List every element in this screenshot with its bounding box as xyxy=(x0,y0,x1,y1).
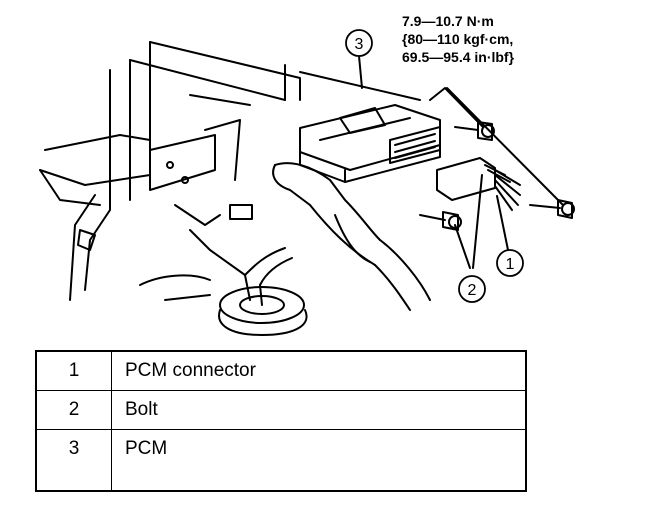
svg-text:2: 2 xyxy=(468,282,477,299)
mounting-panel xyxy=(149,41,301,101)
part-number: 3 xyxy=(37,430,112,492)
svg-text:1: 1 xyxy=(506,256,515,273)
part-name: PCM xyxy=(125,438,168,459)
table-row: 2 Bolt xyxy=(37,391,525,430)
connector-leader-line xyxy=(496,195,509,251)
bolt-leader-lines xyxy=(454,174,483,269)
part-number: 2 xyxy=(37,391,112,429)
part-name: PCM connector xyxy=(125,360,256,381)
torque-spec: 7.9—10.7 N·m {80—110 kgf·cm, 69.5—95.4 i… xyxy=(402,12,602,66)
torque-spec-line3: 69.5—95.4 in·lbf} xyxy=(402,49,515,65)
svg-text:3: 3 xyxy=(355,36,364,53)
callout-3: 3 xyxy=(345,29,373,57)
part-number: 1 xyxy=(37,352,112,390)
shift-lever xyxy=(218,247,308,336)
torque-leader-lines xyxy=(429,87,564,206)
torque-spec-line1: 7.9—10.7 N·m xyxy=(402,13,494,29)
callout-2: 2 xyxy=(458,275,486,303)
bolt-right xyxy=(529,199,575,219)
table-row: 3 PCM xyxy=(37,430,525,492)
pcm-removal-illustration: 3 1 2 xyxy=(39,29,575,336)
hand xyxy=(272,162,431,311)
bolt-upper xyxy=(454,121,495,141)
part-name: Bolt xyxy=(125,399,158,420)
callout-1: 1 xyxy=(496,249,524,277)
pcm-module xyxy=(299,104,441,183)
table-row: 1 PCM connector xyxy=(37,352,525,391)
pcm-leader-line xyxy=(358,55,363,89)
pcm-connector xyxy=(436,157,521,211)
torque-spec-line2: {80—110 kgf·cm, xyxy=(402,31,514,47)
parts-table: 1 PCM connector 2 Bolt 3 PCM xyxy=(35,350,527,492)
